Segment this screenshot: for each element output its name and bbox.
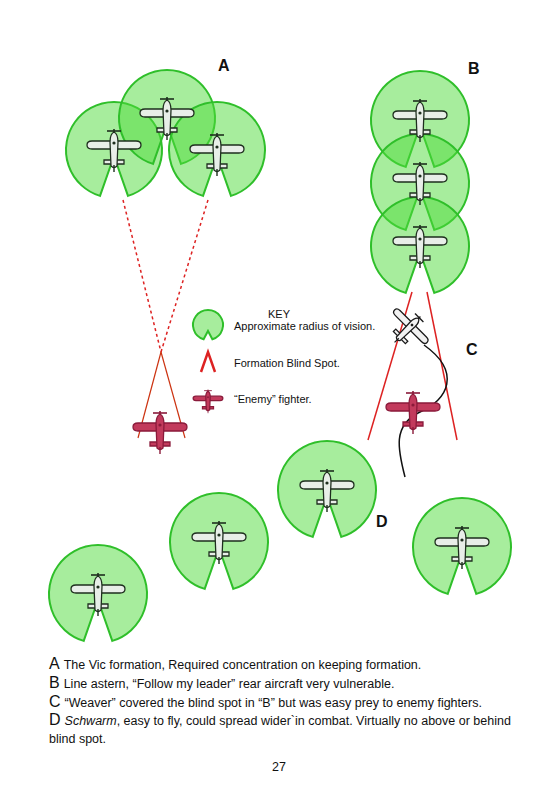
caption-text: The Vic formation, Required concentratio… (64, 658, 422, 672)
caption-text: Line astern, “Follow my leader” rear air… (64, 677, 395, 691)
vision-circle (170, 493, 268, 589)
vision-circle (193, 310, 223, 339)
caption-text: , easy to fly, could spread wider`in com… (49, 714, 511, 746)
vision-circle (49, 545, 147, 641)
legend-text: Approximate radius of vision. (234, 320, 375, 333)
enemy-aircraft (386, 391, 440, 434)
section-letter: C (466, 341, 478, 359)
legend-text: Formation Blind Spot. (234, 357, 340, 370)
legend-text: “Enemy” fighter. (234, 393, 312, 406)
friendly-aircraft (192, 521, 246, 564)
friendly-aircraft (140, 97, 194, 140)
vision-circle (371, 197, 469, 293)
friendly-aircraft (435, 526, 489, 569)
enemy-aircraft (133, 411, 187, 454)
caption-text: Schwarm (65, 714, 117, 728)
section-letter: D (376, 513, 388, 531)
section-letter: A (218, 57, 230, 75)
vision-circle (413, 498, 511, 594)
friendly-aircraft (87, 129, 141, 172)
caption-letter: A (49, 655, 60, 672)
caption-line: D Schwarm, easy to fly, could spread wide… (49, 710, 519, 747)
friendly-aircraft (393, 99, 447, 142)
vision-circle (278, 441, 376, 537)
caption-text: “Weaver” covered the blind spot in “B” b… (65, 696, 482, 710)
weaver-aircraft (378, 300, 436, 358)
legend-title: KEY (268, 308, 290, 321)
caption-line: C “Weaver” covered the blind spot in “B” … (49, 692, 519, 713)
friendly-aircraft (393, 225, 447, 268)
friendly-aircraft (190, 133, 244, 176)
caption-letter: D (49, 711, 61, 728)
section-letter: B (468, 60, 480, 78)
legend-enemy-symbol (193, 390, 223, 414)
page-number: 27 (272, 760, 286, 774)
caption-letter: C (49, 693, 61, 710)
caption-line: A The Vic formation, Required concentrati… (49, 654, 519, 675)
caption-letter: B (49, 674, 60, 691)
friendly-aircraft (300, 469, 354, 512)
friendly-aircraft (393, 162, 447, 205)
caption-line: B Line astern, “Follow my leader” rear ai… (49, 673, 519, 694)
friendly-aircraft (71, 573, 125, 616)
